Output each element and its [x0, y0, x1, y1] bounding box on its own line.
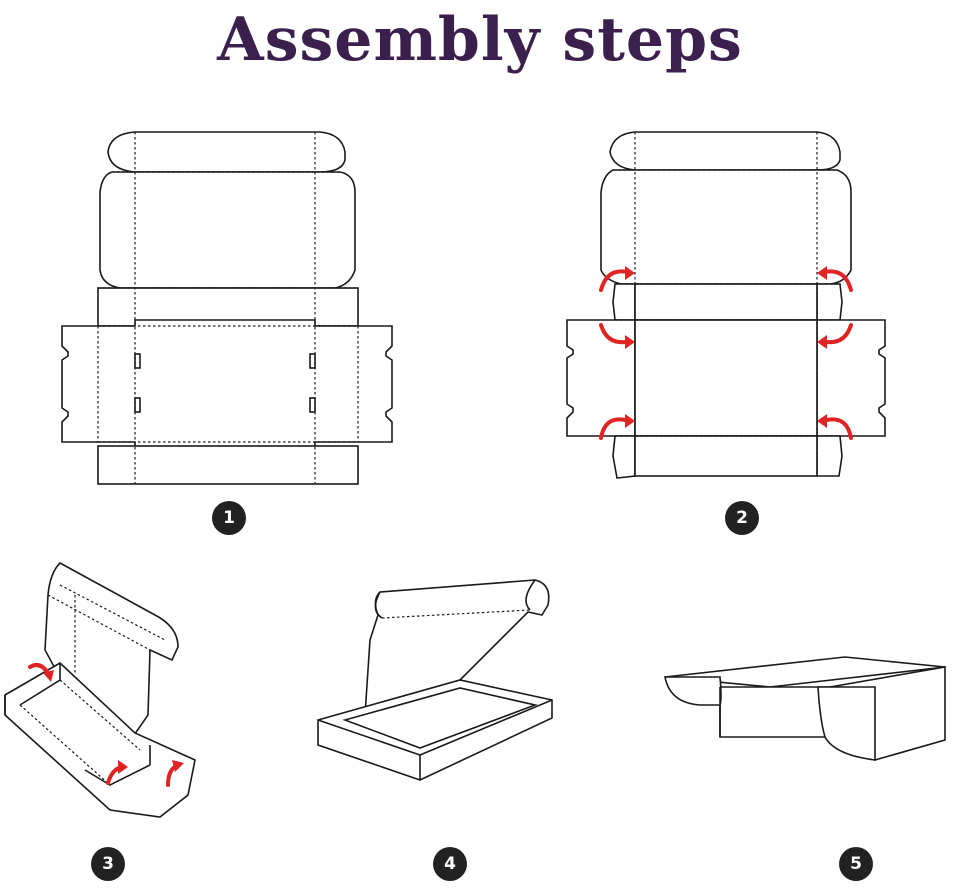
step-5-diagram — [660, 645, 955, 770]
step-2-diagram — [555, 120, 905, 490]
step-4-diagram — [310, 570, 560, 790]
page-title: Assembly steps — [217, 5, 743, 75]
fold-arrow-icon — [28, 663, 184, 787]
step-3-diagram — [0, 555, 210, 825]
fold-arrow-icon — [599, 266, 853, 440]
step-4-badge: 4 — [433, 847, 467, 881]
step-1-badge: 1 — [212, 501, 246, 535]
step-1-diagram — [50, 120, 410, 490]
step-3-badge: 3 — [91, 847, 125, 881]
step-5-badge: 5 — [839, 847, 873, 881]
step-2-badge: 2 — [725, 501, 759, 535]
